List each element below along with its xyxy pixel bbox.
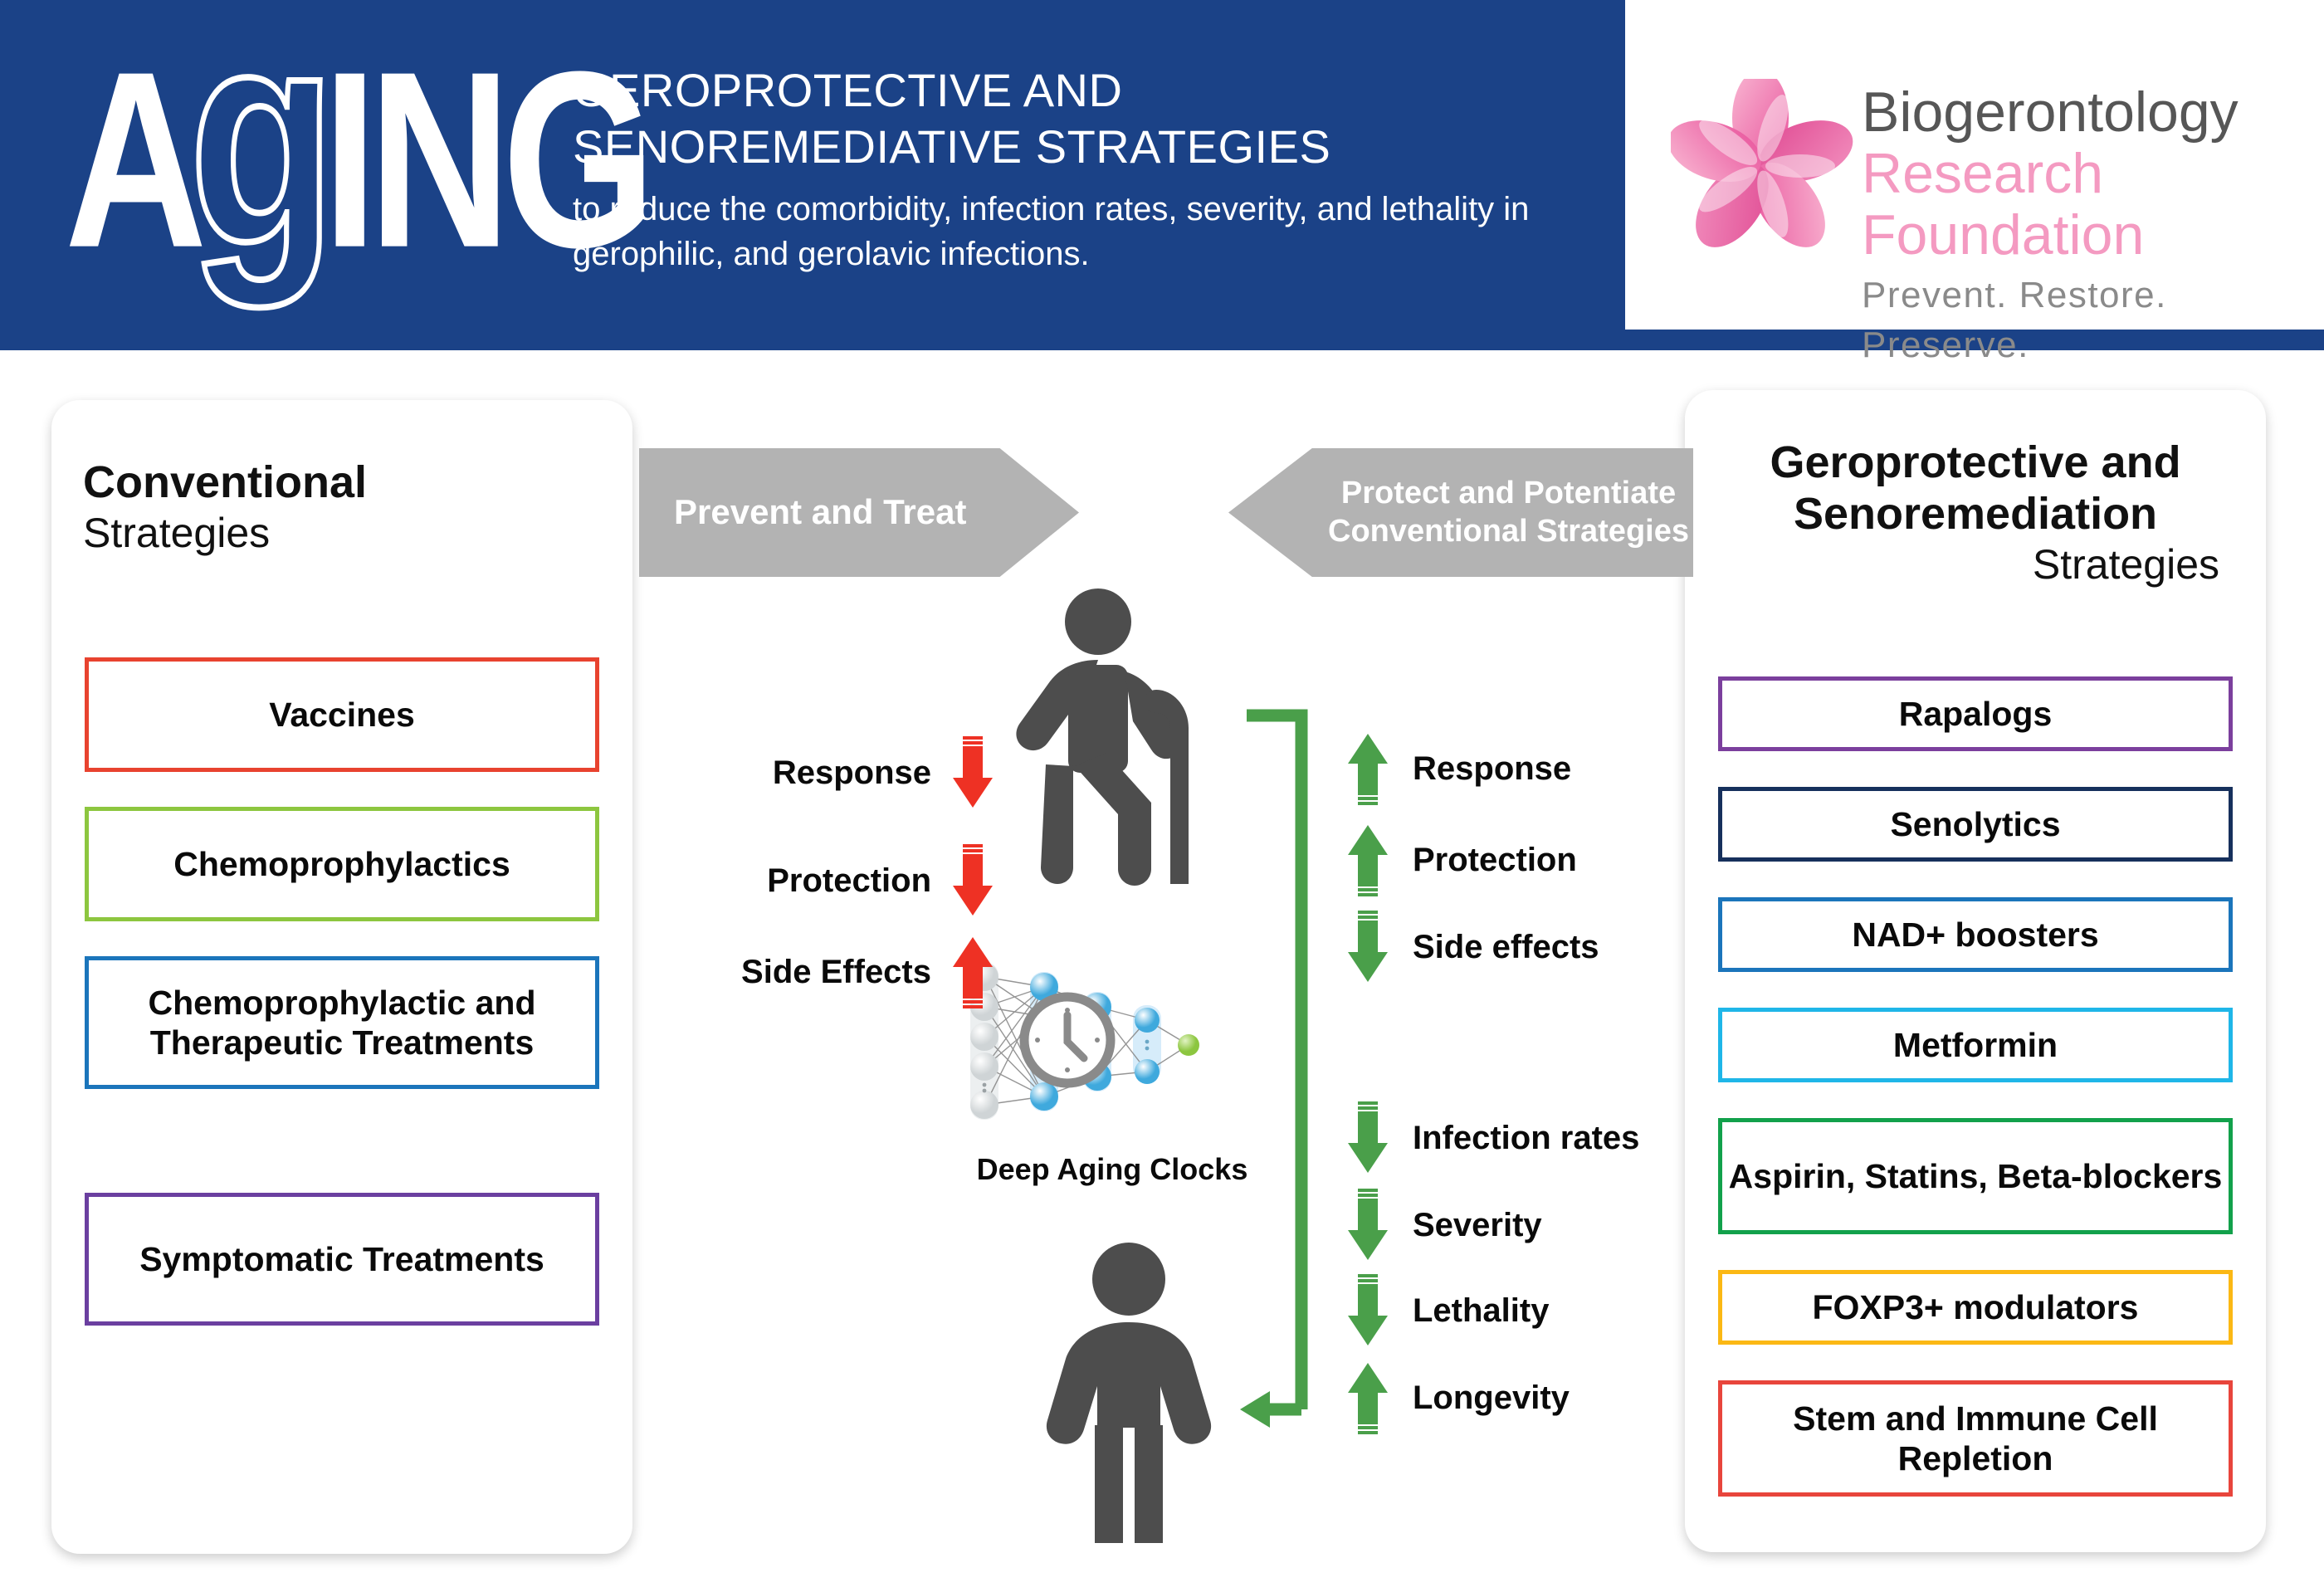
effect-row-longevity: Longevity: [1345, 1360, 1735, 1436]
strategy-label: Chemoprophylactics: [173, 844, 510, 883]
flower-icon: [1671, 79, 1853, 247]
effect-label: Infection rates: [1413, 1119, 1640, 1156]
strategy-box-chemoprophylactic-therapeutic[interactable]: Chemoprophylactic and Therapeutic Treatm…: [85, 956, 599, 1089]
strategy-box-stem-immune[interactable]: Stem and Immune Cell Repletion: [1718, 1380, 2233, 1497]
strategy-label: Symptomatic Treatments: [139, 1239, 544, 1278]
strategy-box-rapalogs[interactable]: Rapalogs: [1718, 676, 2233, 751]
prevent-and-treat-banner: Prevent and Treat: [639, 448, 1079, 577]
geroprotective-title-normal: Strategies: [2032, 541, 2219, 588]
arrow-up-green-icon: [1348, 1363, 1388, 1434]
strategy-box-symptomatic[interactable]: Symptomatic Treatments: [85, 1193, 599, 1326]
strategy-label: Metformin: [1892, 1025, 2058, 1064]
effect-label: Response: [772, 754, 931, 791]
partner-tagline: Prevent. Restore. Preserve.: [1862, 275, 2167, 365]
effect-row-protection-geroprotective: Protection: [1345, 822, 1735, 898]
strategy-box-foxp3[interactable]: FOXP3+ modulators: [1718, 1270, 2233, 1345]
conventional-panel-title: Conventional Strategies: [51, 457, 632, 558]
aging-logo-ing: ING: [322, 20, 656, 300]
conventional-strategies-panel: Conventional Strategies Vaccines Chemopr…: [51, 400, 632, 1554]
geroprotective-title-bold: Geroprotective and Senoremediation: [1770, 437, 2181, 539]
strategy-box-nad-boosters[interactable]: NAD+ boosters: [1718, 897, 2233, 972]
arrow-down-red-icon: [953, 736, 993, 808]
effect-row-infection-rates: Infection rates: [1345, 1100, 1735, 1176]
strategy-label: Vaccines: [269, 695, 415, 734]
aging-logo-a: A: [65, 20, 208, 300]
banner-right-label: Protect and Potentiate Conventional Stra…: [1328, 475, 1689, 549]
strategy-label: FOXP3+ modulators: [1812, 1287, 2139, 1326]
effect-label: Response: [1413, 750, 1572, 787]
effect-row-response-geroprotective: Response: [1345, 730, 1735, 807]
elderly-person-with-cane-icon: [1016, 588, 1189, 886]
partner-logo-box: Biogerontology Research Foundation Preve…: [1623, 0, 2324, 365]
aging-logo-g: g: [187, 0, 339, 308]
arrow-up-green-icon: [1348, 825, 1388, 896]
arrow-down-green-icon: [1348, 1189, 1388, 1260]
partner-name-line2: Research Foundation: [1862, 142, 2145, 266]
aging-journal-logo: A ING g: [65, 0, 656, 319]
page-title: GEROPROTECTIVE AND SENOREMEDIATIVE STRAT…: [573, 64, 1331, 173]
effect-row-lethality: Lethality: [1345, 1272, 1735, 1349]
partner-logo-text: Biogerontology Research Foundation Preve…: [1862, 81, 2324, 370]
effect-label: Lethality: [1413, 1292, 1550, 1329]
effect-label: Side Effects: [741, 953, 931, 990]
green-feedback-bracket-arrow: [1240, 709, 1308, 1428]
strategy-box-chemoprophylactics[interactable]: Chemoprophylactics: [85, 807, 599, 921]
partner-name-line1: Biogerontology: [1862, 81, 2239, 144]
arrow-down-green-icon: [1348, 911, 1388, 982]
arrow-up-red-icon: [953, 937, 993, 1008]
standing-person-icon: [1046, 1243, 1212, 1543]
neural-network-clock-icon: [970, 962, 1199, 1120]
protect-and-potentiate-banner: Protect and Potentiate Conventional Stra…: [1228, 448, 1693, 577]
strategy-box-senolytics[interactable]: Senolytics: [1718, 787, 2233, 862]
effect-row-side-effects-geroprotective: Side effects: [1345, 909, 1735, 985]
deep-aging-clocks-caption: Deep Aging Clocks: [976, 1152, 1248, 1186]
effect-label: Severity: [1413, 1206, 1542, 1243]
strategy-label: Senolytics: [1890, 804, 2061, 843]
strategy-label: NAD+ boosters: [1852, 915, 2099, 954]
effect-label: Protection: [767, 862, 931, 899]
effect-row-protection-conventional: Protection: [689, 842, 996, 919]
effect-row-severity: Severity: [1345, 1187, 1735, 1263]
effect-label: Side effects: [1413, 928, 1599, 965]
arrow-down-green-icon: [1348, 1274, 1388, 1345]
strategy-label: Rapalogs: [1898, 694, 2053, 733]
effect-label: Protection: [1413, 841, 1577, 878]
effect-label: Longevity: [1413, 1379, 1570, 1416]
header-bottom-rule: [0, 342, 2324, 350]
arrow-up-green-icon: [1348, 734, 1388, 805]
arrow-down-green-icon: [1348, 1101, 1388, 1173]
arrow-down-red-icon: [953, 844, 993, 916]
effect-row-response-conventional: Response: [689, 735, 996, 811]
strategy-box-aspirin-statins[interactable]: Aspirin, Statins, Beta-blockers: [1718, 1118, 2233, 1234]
strategy-box-metformin[interactable]: Metformin: [1718, 1008, 2233, 1082]
strategy-label: Aspirin, Statins, Beta-blockers: [1728, 1156, 2223, 1195]
geroprotective-strategies-panel: Geroprotective and Senoremediation Strat…: [1685, 390, 2266, 1552]
strategy-label: Chemoprophylactic and Therapeutic Treatm…: [148, 983, 536, 1062]
page-subtitle: to reduce the comorbidity, infection rat…: [573, 191, 1530, 272]
effect-row-side-effects-conventional: Side Effects: [689, 934, 996, 1010]
strategy-label: Stem and Immune Cell Repletion: [1793, 1399, 2158, 1477]
strategy-box-vaccines[interactable]: Vaccines: [85, 657, 599, 772]
banner-left-label: Prevent and Treat: [674, 492, 967, 532]
conventional-title-bold: Conventional: [83, 457, 368, 507]
geroprotective-panel-title: Geroprotective and Senoremediation Strat…: [1685, 437, 2266, 589]
conventional-title-normal: Strategies: [83, 510, 271, 556]
